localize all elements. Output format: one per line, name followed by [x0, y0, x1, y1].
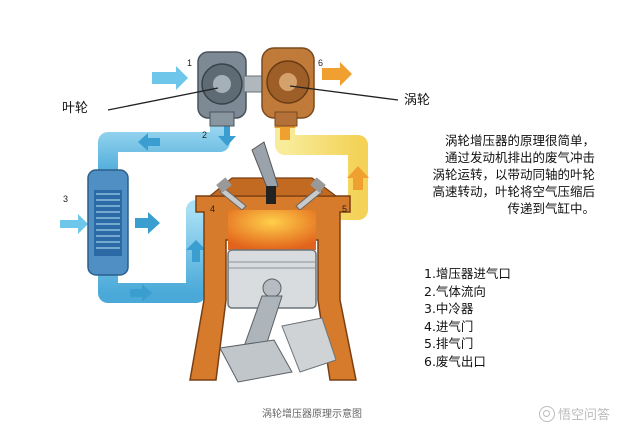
- num-label-3: 3: [63, 194, 68, 204]
- cooler-out-arrow: [135, 212, 160, 234]
- num-label-6: 6: [318, 58, 323, 68]
- compressor-housing: [197, 51, 247, 127]
- impeller-callout: 叶轮: [62, 101, 88, 116]
- combustion-chamber: [228, 210, 316, 250]
- description-line: 通过发动机排出的废气冲击: [444, 150, 595, 165]
- description-line: 涡轮运转，以带动同轴的叶轮: [432, 167, 595, 182]
- description-line: 传递到气缸中。: [507, 201, 595, 216]
- impeller-pointer: [107, 87, 219, 111]
- legend-item: 6.废气出口: [424, 353, 486, 369]
- flow-arrow-left: [138, 133, 160, 151]
- legend-item: 4.进气门: [424, 318, 474, 334]
- legend-item: 3.中冷器: [424, 301, 474, 316]
- engine-block: [189, 141, 357, 381]
- flow-arrow-right: [130, 284, 152, 302]
- description-line: 涡轮增压器的原理很简单，: [444, 133, 595, 148]
- exhaust-arrow-up: [347, 166, 369, 190]
- exhaust-out-arrow: [322, 62, 352, 86]
- intake-arrow-1: [152, 66, 188, 90]
- watermark: 悟空问答: [538, 404, 610, 423]
- legend-list: 1.增压器进气口 2.气体流向 3.中冷器 4.进气门 5.排气门 6.废气出口: [424, 265, 511, 370]
- num-label-1: 1: [187, 58, 192, 68]
- turbine-housing: [261, 47, 315, 127]
- description-line: 高速转动，叶轮将空气压缩后: [432, 184, 595, 199]
- turbine-pointer: [289, 85, 399, 101]
- num-label-5: 5: [342, 204, 347, 214]
- flow-arrow-up: [186, 240, 206, 262]
- num-label-2: 2: [202, 130, 207, 140]
- wukong-logo-icon: [538, 405, 555, 422]
- intake-arrow-3: [60, 214, 88, 234]
- turbine-callout: 涡轮: [404, 93, 430, 108]
- figure-caption: 涡轮增压器原理示意图: [262, 409, 362, 420]
- legend-item: 1.增压器进气口: [424, 266, 511, 281]
- description-text: 涡轮增压器的原理很简单， 通过发动机排出的废气冲击 涡轮运转，以带动同轴的叶轮 …: [385, 132, 595, 217]
- spark-plug: [251, 141, 279, 191]
- turbocharger: [197, 47, 315, 127]
- watermark-text: 悟空问答: [557, 408, 610, 423]
- piston-assembly: [219, 249, 337, 383]
- crankshaft: [219, 339, 293, 383]
- num-label-4: 4: [210, 204, 215, 214]
- intercooler: [87, 169, 129, 276]
- legend-item: 2.气体流向: [424, 283, 486, 299]
- legend-item: 5.排气门: [424, 336, 474, 351]
- flow-arrow-down: [218, 124, 236, 146]
- turbocharger-diagram: 叶轮 涡轮 1 2 3 4 5 6: [60, 47, 430, 383]
